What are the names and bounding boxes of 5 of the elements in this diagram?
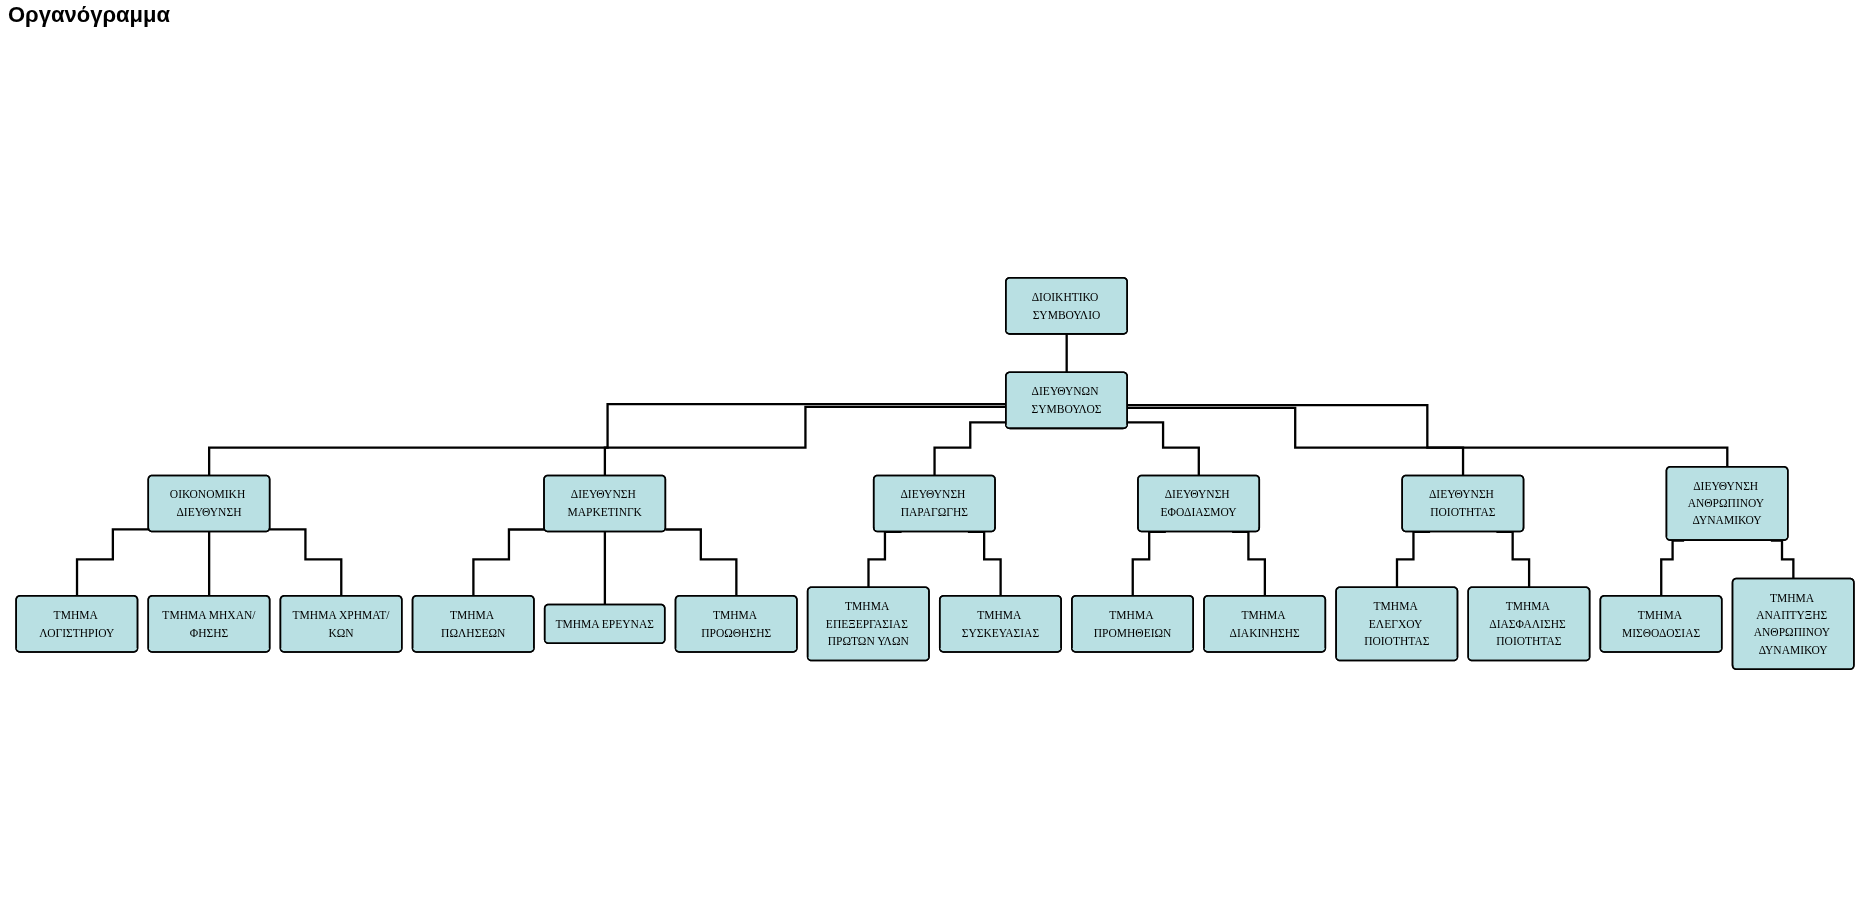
chart-title: Οργανόγραμμα [8, 2, 170, 28]
connector [1065, 333, 1068, 374]
connector [603, 530, 607, 606]
connector [1127, 406, 1465, 477]
connector [1127, 421, 1201, 477]
